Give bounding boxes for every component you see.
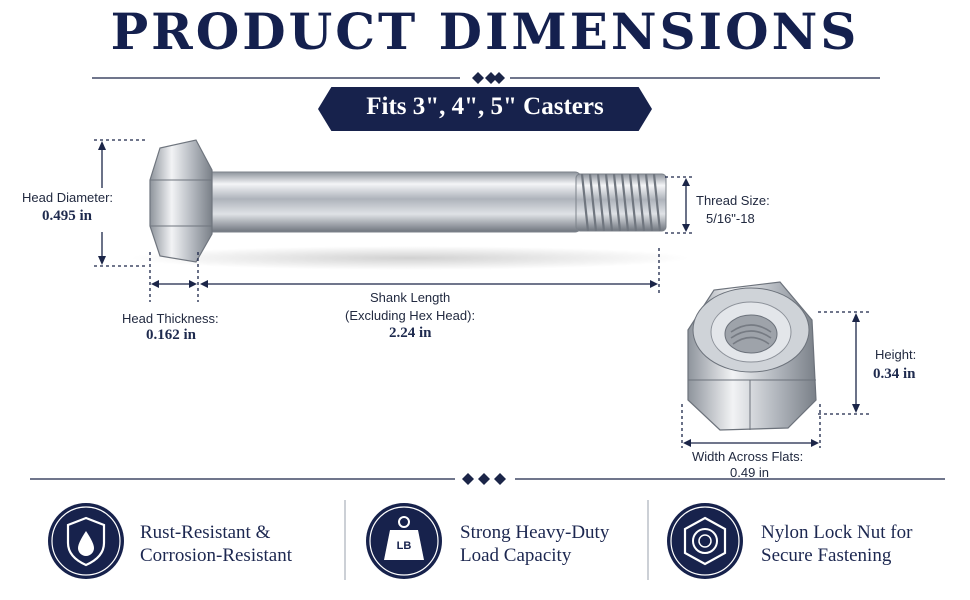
- feature-heavy-duty: Strong Heavy-Duty Load Capacity: [460, 521, 609, 567]
- head-diameter-label: Head Diameter:: [22, 190, 114, 205]
- head-diameter-value: 0.495 in: [42, 208, 93, 224]
- head-thickness-label: Head Thickness:: [122, 311, 219, 326]
- feature-line2: Corrosion-Resistant: [140, 545, 292, 566]
- shank-length-value: 2.24 in: [389, 325, 432, 341]
- feature-nylon-lock-nut: Nylon Lock Nut for Secure Fastening: [761, 521, 912, 567]
- feature-line1: Nylon Lock Nut for: [761, 522, 913, 543]
- width-across-flats-label: Width Across Flats:: [692, 449, 804, 464]
- feature-line2: Secure Fastening: [761, 545, 892, 566]
- hex-nut-icon: [667, 503, 743, 579]
- width-across-flats-value: 0.49 in: [730, 465, 770, 480]
- weight-icon-text: LB: [396, 540, 412, 552]
- thread-size-label: Thread Size:: [696, 193, 770, 208]
- weight-lb-icon: [366, 503, 442, 579]
- subtitle: Fits 3", 4", 5" Casters: [366, 93, 604, 120]
- feature-rust-resistant: Rust-Resistant & Corrosion-Resistant: [140, 521, 292, 567]
- head-thickness-value: 0.162 in: [146, 327, 197, 343]
- feature-line1: Rust-Resistant &: [140, 522, 271, 543]
- shank-length-sublabel: (Excluding Hex Head):: [345, 308, 476, 323]
- shank-length-label: Shank Length: [370, 290, 451, 305]
- subtitle-banner: [318, 87, 652, 131]
- shield-drop-icon: [48, 503, 124, 579]
- thread-size-value: 5/16"-18: [706, 211, 755, 226]
- height-value: 0.34 in: [873, 366, 916, 382]
- feature-line1: Strong Heavy-Duty: [460, 522, 610, 543]
- height-label: Height:: [875, 347, 917, 362]
- feature-line2: Load Capacity: [460, 545, 572, 566]
- page-title: PRODUCT DIMENSIONS: [110, 2, 860, 61]
